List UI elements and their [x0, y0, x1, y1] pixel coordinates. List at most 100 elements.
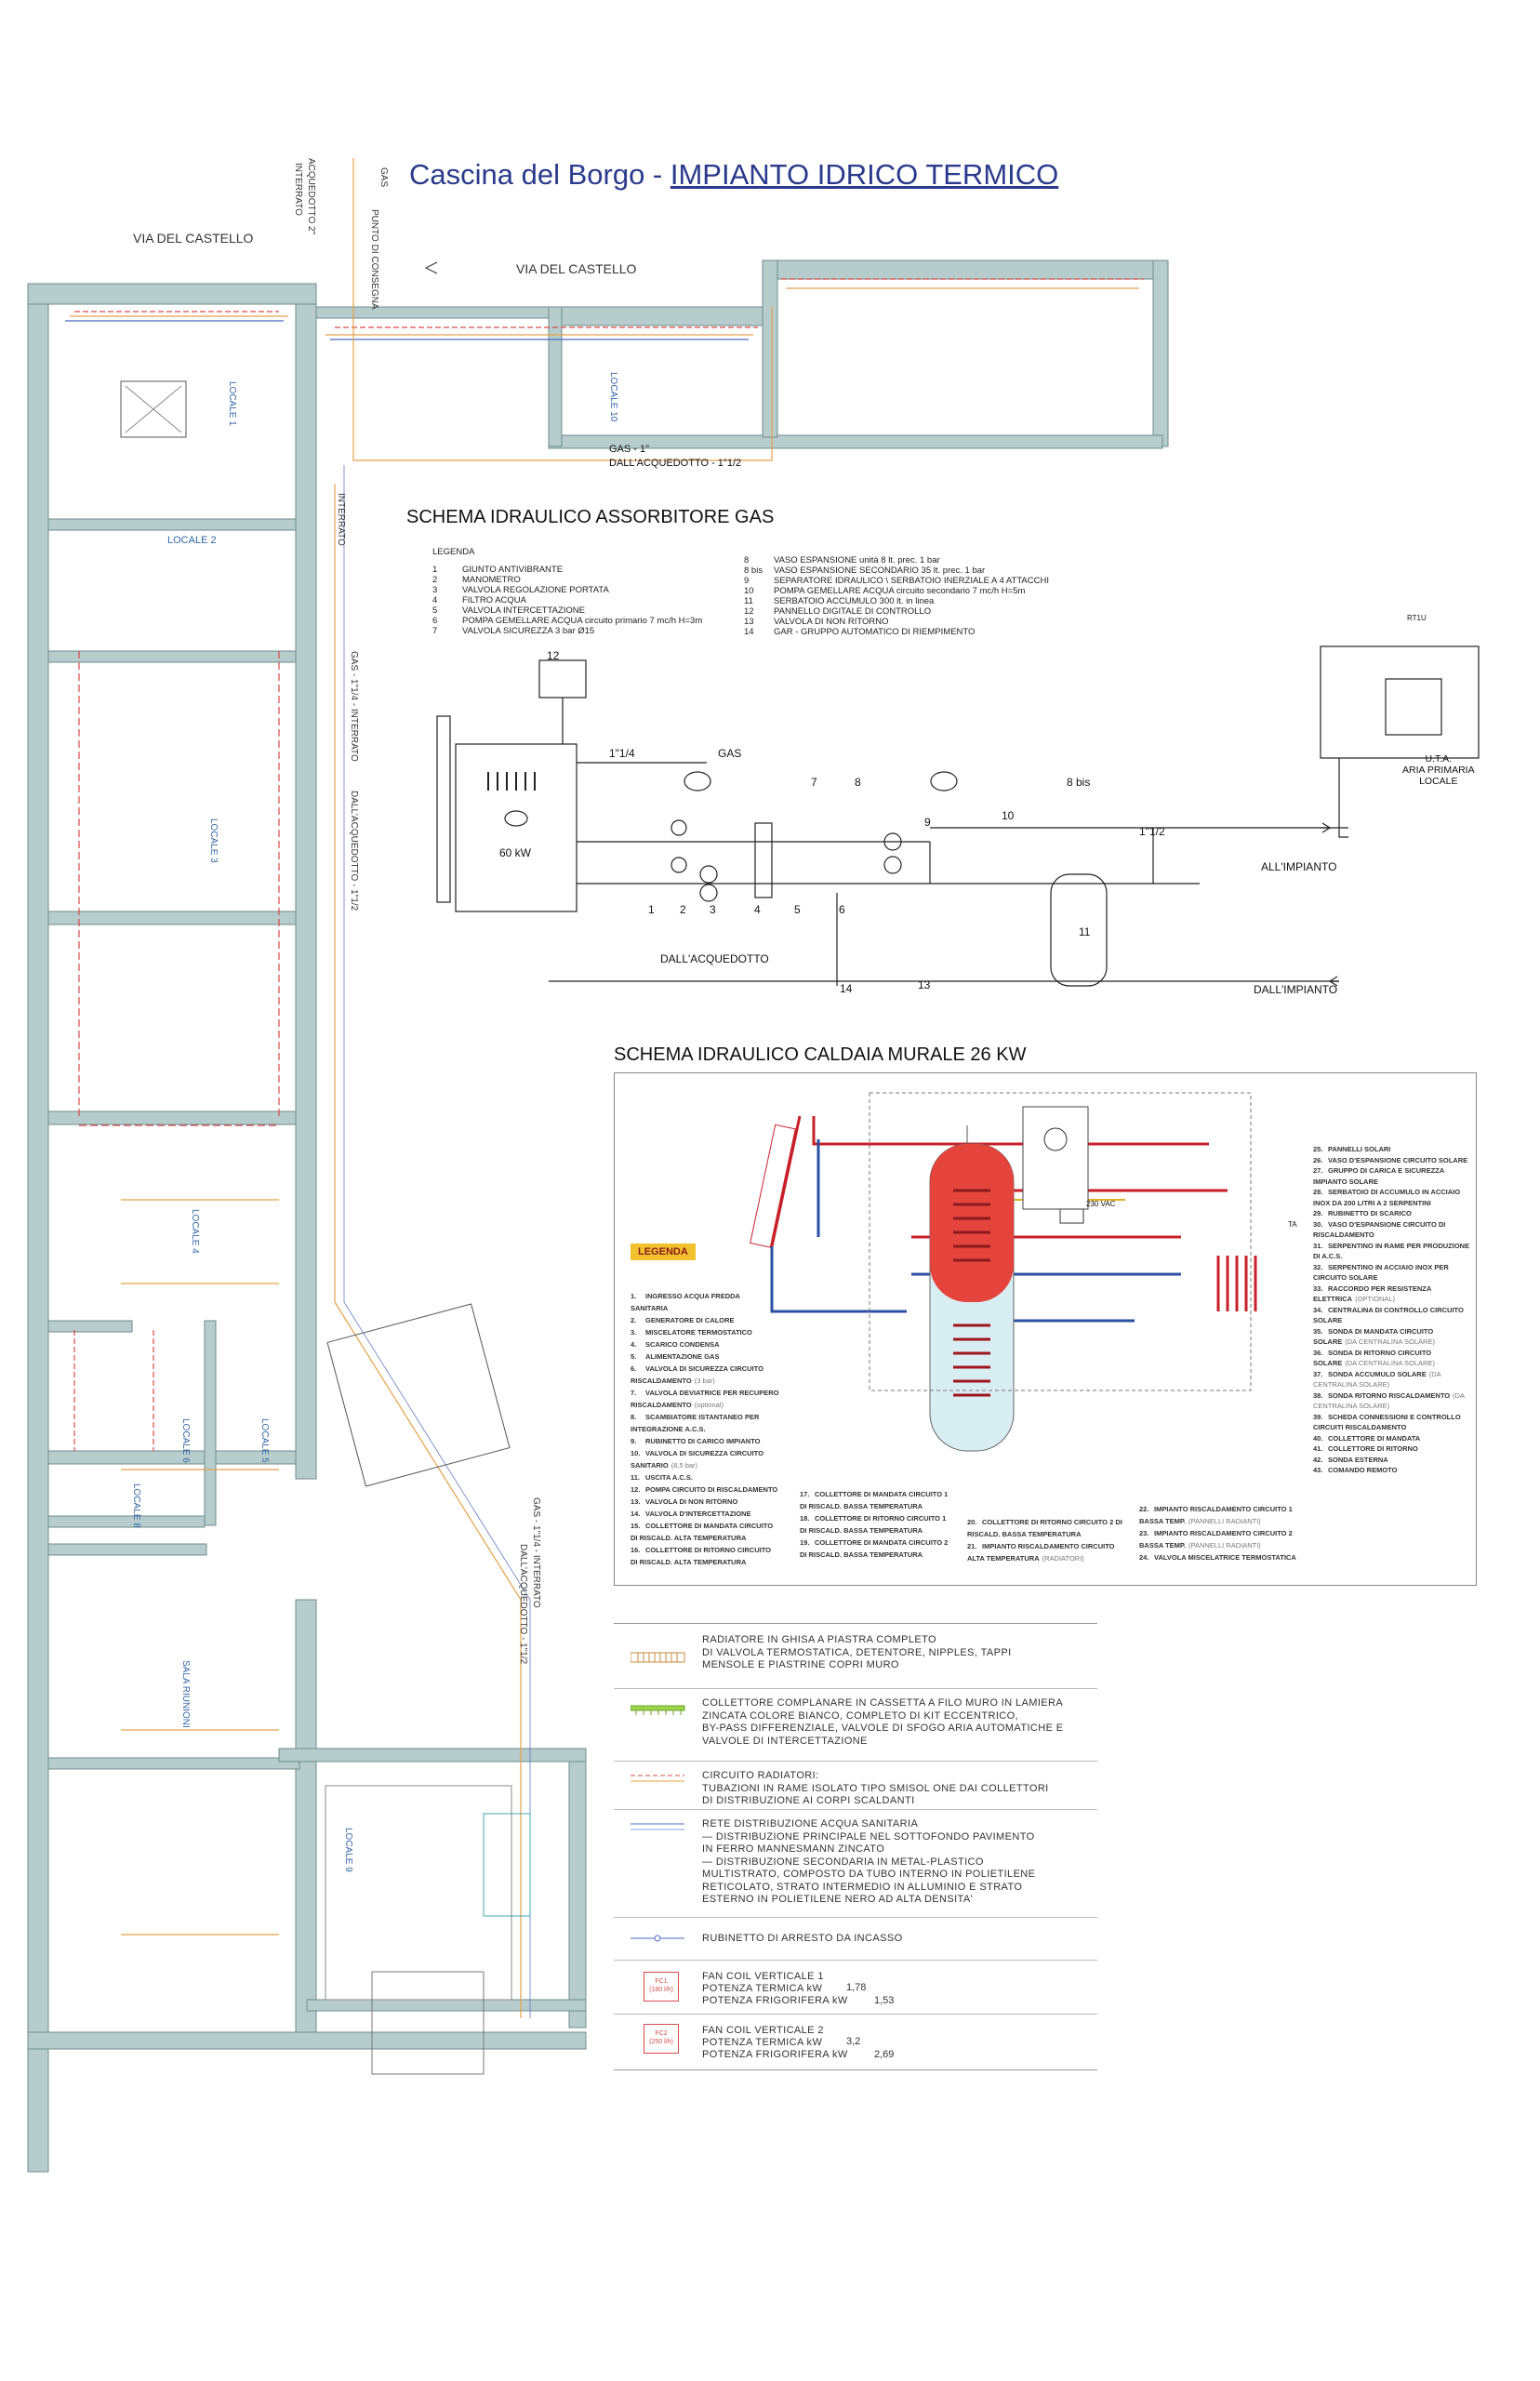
stair-south — [326, 1303, 511, 1487]
legend-item-number: 20. — [967, 1518, 977, 1526]
solar-red — [770, 1115, 921, 1247]
legend-item: 23.IMPIANTO RISCALDAMENTO CIRCUITO 2 BAS… — [1139, 1527, 1297, 1551]
radiator-pipe-symbol-icon — [631, 1775, 684, 1782]
legend-item-note: (DA CENTRALINA SOLARE) — [1345, 1337, 1435, 1346]
legend-item-text: VASO D'ESPANSIONE CIRCUITO SOLARE — [1328, 1155, 1468, 1164]
collector-symbol-icon — [631, 1705, 685, 1715]
legend-item-text: VALVOLA DI SICUREZZA CIRCUITO SANITARIO — [631, 1449, 763, 1470]
assorbitore-size-out: 1"1/2 — [1139, 825, 1165, 838]
caldaia-title: SCHEMA IDRAULICO CALDAIA MURALE 26 KW — [614, 1044, 1027, 1065]
legend-item: 11. USCITA A.C.S. — [631, 1471, 779, 1483]
legend-item-number: 41. — [1313, 1444, 1323, 1453]
legend-item-text: SONDA ESTERNA — [1328, 1455, 1388, 1464]
solar-panel — [750, 1124, 796, 1248]
legend-item-note: (RADIATORI) — [1042, 1554, 1084, 1563]
legend-item-text: USCITA A.C.S. — [645, 1473, 693, 1482]
legend-item-number: 23. — [1139, 1529, 1149, 1537]
assorbitore-dall-impianto: DALL'IMPIANTO — [1254, 983, 1338, 996]
fc1-symbol: FC1 (180 l/h) — [644, 1972, 679, 2002]
fc2-termica-label: POTENZA TERMICA kW — [702, 2037, 823, 2048]
legend-item: 33.RACCORDO PER RESISTENZA ELETTRICA(OPT… — [1313, 1284, 1471, 1305]
legend-item-number: 29. — [1313, 1209, 1323, 1217]
separator-9 — [754, 822, 773, 898]
rt1u-label: RT1U — [1407, 614, 1427, 622]
legend-item-text: COLLETTORE DI MANDATA — [1328, 1433, 1421, 1443]
assorbitore-n12: 12 — [547, 649, 560, 662]
legend-item: 27.GRUPPO DI CARICA E SICUREZZA IMPIANTO… — [1313, 1165, 1471, 1187]
label-acquedotto: ACQUEDOTTO 2" — [306, 158, 316, 235]
legend-item: 35.SONDA DI MANDATA CIRCUITO SOLARE(DA C… — [1313, 1326, 1471, 1348]
legend-item-note: (PANNELLI RADIANTI) — [1188, 1541, 1261, 1550]
expansion-vessel-8 — [684, 771, 711, 791]
legend-item-number: 40. — [1313, 1433, 1323, 1443]
legend-item: 43.COMANDO REMOTO — [1313, 1465, 1471, 1476]
radiator-symbol-icon — [631, 1652, 685, 1663]
legend-item-number: 39. — [1313, 1412, 1323, 1421]
room-label: LOCALE 1 — [227, 381, 237, 426]
fc2-sub: (250 l/h) — [649, 2039, 673, 2045]
legend-item-number: 37. — [1313, 1369, 1323, 1378]
legend-item: 16.COLLETTORE DI RITORNO CIRCUITO DI RIS… — [631, 1544, 779, 1568]
legend-item-number: 28. — [1313, 1188, 1323, 1196]
legend-item: 6.VALVOLA DI SICUREZZA CIRCUITO RISCALDA… — [631, 1363, 779, 1387]
legend-item-text: RACCORDO PER RESISTENZA ELETTRICA — [1313, 1284, 1431, 1304]
assorbitore-all-impianto: ALL'IMPIANTO — [1261, 860, 1337, 873]
radiator — [1216, 1256, 1257, 1311]
legend-item-note: (DA CENTRALINA SOLARE) — [1313, 1390, 1465, 1411]
legend-item-note: (PANNELLI RADIANTI) — [1188, 1517, 1261, 1525]
expansion-vessel-8bis — [930, 771, 958, 791]
room-label: LOCALE 9 — [343, 1828, 353, 1872]
uta-box — [483, 1813, 531, 1917]
label-interrato-top: INTERRATO — [293, 163, 303, 216]
legend-item-note: (optional) — [694, 1401, 724, 1409]
legend-item: 9.RUBINETTO DI CARICO IMPIANTO — [631, 1435, 779, 1447]
assorbitore-n7: 7 — [811, 776, 817, 789]
page-title: Cascina del Borgo - IMPIANTO IDRICO TERM… — [409, 158, 1058, 192]
legend-item-number: 7. — [631, 1389, 637, 1397]
legend-item-text: INGRESSO ACQUA FREDDA SANITARIA — [631, 1292, 740, 1312]
assorbitore-dall-acquedotto: DALL'ACQUEDOTTO — [660, 952, 769, 965]
legend-item-number: 22. — [1139, 1505, 1149, 1513]
pipe-red-south — [78, 651, 280, 1126]
assorbitore-n10: 10 — [1002, 809, 1015, 822]
legend-item-text: MANOMETRO — [462, 575, 521, 585]
legend-item-text: SONDA DI RITORNO CIRCUITO SOLARE — [1313, 1348, 1432, 1368]
legend-item-number: 2. — [631, 1316, 637, 1324]
exterior-walls — [27, 283, 587, 2173]
assorbitore-n5: 5 — [794, 903, 801, 916]
legend-item: 8.SCAMBIATORE ISTANTANEO PER INTEGRAZION… — [631, 1411, 779, 1435]
legend-item-text: VALVOLA DI SICUREZZA CIRCUITO RISCALDAME… — [631, 1364, 763, 1385]
legend-collettore: COLLETTORE COMPLANARE IN CASSETTA A FILO… — [702, 1697, 1064, 1747]
legend-item-text: RUBINETTO DI SCARICO — [1328, 1209, 1412, 1217]
legend-item-number: 4. — [631, 1340, 637, 1349]
legend-item-number: 43. — [1313, 1466, 1323, 1474]
legend-item-number: 34. — [1313, 1305, 1323, 1314]
title-main: IMPIANTO IDRICO TERMICO — [670, 158, 1059, 191]
pipe-blue-main — [343, 465, 531, 2018]
legend-item-number: 11. — [631, 1473, 641, 1482]
legend-item: 31.SERPENTINO IN RAME PER PRODUZIONE DI … — [1313, 1241, 1471, 1262]
legend-item-number: 6 — [432, 616, 438, 626]
legend-item-number: 6. — [631, 1364, 637, 1373]
title-prefix: Cascina del Borgo - — [409, 158, 670, 191]
legend-circuito: CIRCUITO RADIATORI: TUBAZIONI IN RAME IS… — [702, 1770, 1049, 1806]
legend-item-note: (3 bar) — [694, 1377, 715, 1385]
legend-radiatore: RADIATORE IN GHISA A PIASTRA COMPLETO DI… — [702, 1634, 1012, 1670]
assorbitore-n13: 13 — [918, 978, 931, 991]
legend-item-number: 21. — [967, 1542, 977, 1550]
legend-item: 15.COLLETTORE DI MANDATA CIRCUITO DI RIS… — [631, 1520, 779, 1544]
acq-line-label: DALL'ACQUEDOTTO - 1"1/2 — [609, 458, 742, 469]
legend-item: 2.GENERATORE DI CALORE — [631, 1314, 779, 1326]
legend-item-number: 15. — [631, 1522, 641, 1530]
fc1-frig-value: 1,53 — [874, 1995, 895, 2006]
legend-item: 30.VASO D'ESPANSIONE CIRCUITO DI RISCALD… — [1313, 1219, 1471, 1241]
legend-item-text: VALVOLA D'INTERCETTAZIONE — [645, 1510, 751, 1518]
legend-item-note: (DA CENTRALINA SOLARE) — [1313, 1369, 1441, 1390]
fc1-frig-label: POTENZA FRIGORIFERA kW — [702, 1995, 848, 2006]
